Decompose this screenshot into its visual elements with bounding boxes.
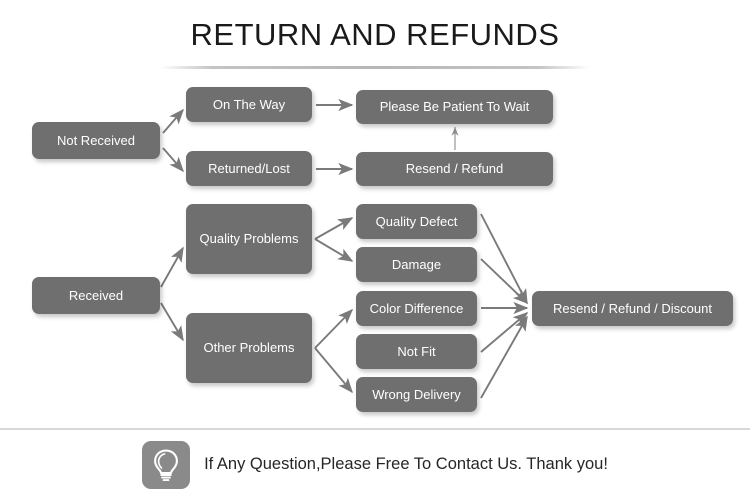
arrow-other-problems-to-color-difference [314,308,354,349]
node-received[interactable]: Received [32,277,160,314]
arrow-quality-problems-to-damage [314,238,354,262]
arrow-quality-problems-to-quality-defect [314,217,354,240]
node-damage[interactable]: Damage [356,247,477,282]
node-quality-defect[interactable]: Quality Defect [356,204,477,239]
node-not-fit[interactable]: Not Fit [356,334,477,369]
page-title: RETURN AND REFUNDS [190,17,560,52]
node-resend-refund-discount[interactable]: Resend / Refund / Discount [532,291,733,326]
footer-contact-bar: If Any Question,Please Free To Contact U… [0,437,750,492]
footer-divider [0,428,750,430]
arrow-not-received-to-returned-lost [162,147,184,173]
arrow-damage-to-resend-refund-discount [480,258,529,305]
arrow-wrong-delivery-to-resend-refund-discount [480,315,528,399]
node-color-difference[interactable]: Color Difference [356,291,477,326]
node-returned-lost[interactable]: Returned/Lost [186,151,312,186]
node-quality-problems[interactable]: Quality Problems [186,204,312,274]
arrow-received-to-quality-problems [160,246,184,288]
title-divider [160,66,590,69]
lightbulb-glyph [154,449,179,481]
node-other-problems[interactable]: Other Problems [186,313,312,383]
arrow-received-to-other-problems [160,302,184,342]
arrow-not-received-to-on-the-way [162,108,184,134]
arrow-other-problems-to-wrong-delivery [314,347,353,394]
node-on-the-way[interactable]: On The Way [186,87,312,122]
lightbulb-icon [142,440,191,489]
node-resend-refund[interactable]: Resend / Refund [356,152,553,186]
node-not-received[interactable]: Not Received [32,122,160,159]
footer-message: If Any Question,Please Free To Contact U… [204,455,608,473]
node-wrong-delivery[interactable]: Wrong Delivery [356,377,477,412]
arrow-not-fit-to-resend-refund-discount [480,312,529,353]
node-please-be-patient-to-wait[interactable]: Please Be Patient To Wait [356,90,553,124]
arrow-quality-defect-to-resend-refund-discount [480,213,528,305]
